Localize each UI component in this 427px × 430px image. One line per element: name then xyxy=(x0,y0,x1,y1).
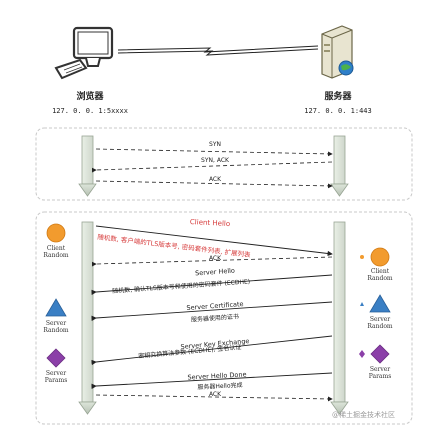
right-mini-triangle-icon xyxy=(360,302,364,306)
synack-label: SYN, ACK xyxy=(201,157,229,164)
server-random-right-icon xyxy=(369,294,391,313)
client-hello-arrow xyxy=(95,225,333,257)
synack-arrow xyxy=(91,161,333,173)
server-params-left-label: Server Params xyxy=(44,370,68,384)
client-random-left-icon xyxy=(46,223,66,243)
server-hello-done-arrow xyxy=(91,372,333,389)
server-icon xyxy=(321,25,354,79)
ack-label: ACK xyxy=(208,176,222,183)
client-random-right-label: Client Random xyxy=(367,268,393,282)
syn-arrow xyxy=(95,148,333,157)
tls-handshake-box xyxy=(35,211,413,425)
syn-label: SYN xyxy=(209,141,221,148)
ack2-arrow xyxy=(95,394,333,402)
watermark: @稀土掘金技术社区 xyxy=(332,411,395,419)
server-key-exchange-arrow xyxy=(91,335,333,366)
client-random-right-icon xyxy=(370,247,390,267)
network-link-icon xyxy=(117,45,319,56)
server-lane-tls xyxy=(330,221,349,415)
server-random-left-icon xyxy=(45,298,67,317)
computer-icon xyxy=(54,26,114,80)
server-certificate-arrow xyxy=(91,301,333,321)
client-title: 浏览器 xyxy=(76,92,104,102)
server-params-right-label: Server Params xyxy=(368,366,392,380)
tcp-handshake-box xyxy=(35,127,413,201)
ack-arrow xyxy=(95,180,333,189)
server-hello-arrow xyxy=(91,274,333,296)
server-params-left-icon xyxy=(46,348,66,368)
server-title: 服务器 xyxy=(324,92,352,102)
ack1-arrow xyxy=(91,256,333,267)
server-address: 127. 0. 0. 1:443 xyxy=(304,107,372,115)
server-random-right-label: Server Random xyxy=(367,316,393,330)
server-lane-tcp xyxy=(330,135,349,197)
server-params-right-icon xyxy=(370,344,390,364)
client-lane-tcp xyxy=(78,135,97,197)
client-lane-tls xyxy=(78,221,97,415)
ack1-label: ACK xyxy=(208,255,222,262)
ack2-label: ACK xyxy=(208,391,222,398)
right-mini-diamond-icon xyxy=(359,350,365,358)
client-address: 127. 0. 0. 1:5xxxx xyxy=(52,107,128,115)
server-random-left-label: Server Random xyxy=(43,320,69,334)
client-random-left-label: Client Random xyxy=(43,245,69,259)
right-mini-orange-icon xyxy=(360,255,364,259)
